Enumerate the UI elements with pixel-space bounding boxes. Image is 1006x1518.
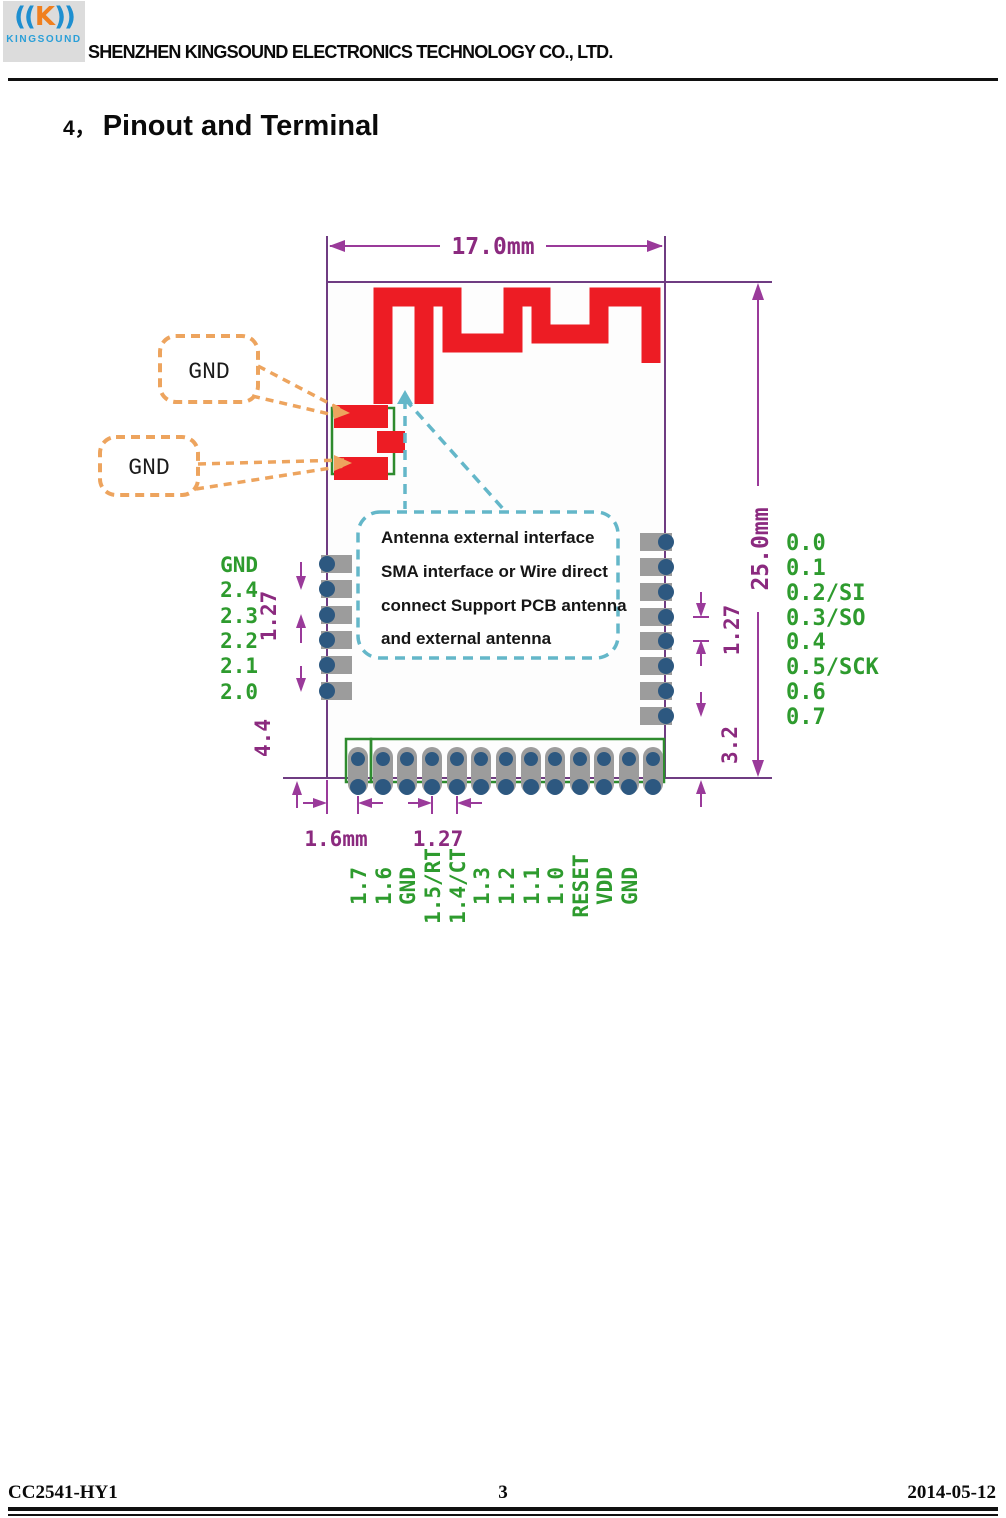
left-pin-labels: GND 2.4 2.3 2.2 2.1 2.0 [220,553,258,704]
gnd-callout-2: GND [98,435,352,497]
extension-lines [283,236,772,779]
pin-label: 0.7 [786,705,826,730]
antenna-note-line: connect Support PCB antenna [381,596,627,615]
antenna-note-line: Antenna external interface [381,528,595,547]
footer-divider-thin [8,1514,998,1516]
antenna-note-line: SMA interface or Wire direct [381,562,608,581]
right-margin-label: 3.2 [718,726,742,764]
pin-label: 1.4/CT [446,848,470,924]
logo-wordmark: KINGSOUND [6,34,82,45]
footer-page-number: 3 [498,1482,508,1503]
pin-label: 2.2 [220,629,258,653]
section-heading: 4， Pinout and Terminal [63,110,379,143]
pin-label: 1.1 [520,867,544,905]
pin-label: GND [618,867,642,905]
footer-divider-thick [8,1507,998,1511]
pin-label: 0.0 [786,531,826,556]
pitch-label-bottom: 1.27 [413,827,464,851]
pin-label: 1.5/RT [421,848,445,924]
pin-label: 1.7 [347,867,371,905]
right-pads [640,533,674,725]
pin-label: 0.6 [786,680,826,705]
footer-date: 2014-05-12 [907,1482,996,1503]
pin-label: 1.0 [544,867,568,905]
section-number: 4， [63,117,96,140]
pcb-antenna-trace [373,287,661,404]
right-pitch-dimension: 1.27 3.2 [693,592,744,807]
section-title: Pinout and Terminal [102,110,380,142]
pin-label: 0.2/SI [786,581,865,606]
bottom-dimensions: 1.6mm 1.27 [303,780,482,851]
pin-label: VDD [593,867,617,905]
bottom-pads [344,737,666,795]
height-dimension-label: 25.0mm [748,507,774,590]
gnd-callout-1: GND [158,334,350,419]
pin-label: 1.3 [470,867,494,905]
pin-label: RESET [569,854,593,917]
footer-doc-id: CC2541-HY1 [8,1482,118,1503]
bottom-pads-outline [369,737,666,784]
width-dimension-label: 17.0mm [451,234,534,260]
left-pitch-dimension: 1.27 4.4 [251,562,306,808]
pin-label: GND [396,867,420,905]
right-pin-labels: 0.0 0.1 0.2/SI 0.3/SO 0.4 0.5/SCK 0.6 0.… [786,531,879,730]
gnd-callout-label: GND [128,455,169,481]
pin-label: 0.5/SCK [786,655,879,680]
pin-label: 1.6 [372,867,396,905]
pin-label: 0.1 [786,556,826,581]
header-divider [8,78,998,81]
pin-label: 2.1 [220,654,258,678]
pin-label: 0.4 [786,630,826,655]
kingsound-logo: ((K)) KINGSOUND [3,1,85,62]
left-pads [319,555,352,700]
antenna-note-line: and external antenna [381,629,552,648]
pin-label: 1.2 [495,867,519,905]
antenna-note-callout: Antenna external interface SMA interface… [356,390,627,660]
pin-label: 2.3 [220,604,258,628]
gnd-callout-label: GND [188,359,229,385]
bottom-pin-labels: 1.7 1.6 GND 1.5/RT 1.4/CT 1.3 1.2 1.1 1.… [347,848,642,924]
pitch-label-right: 1.27 [720,605,744,656]
width-dimension: 17.0mm [329,234,663,260]
height-dimension: 25.0mm [748,283,774,777]
logo-soundwave-icon: ((K)) [14,2,76,32]
pin-label: 0.3/SO [786,606,865,631]
left-margin-label: 4.4 [251,719,275,757]
pitch-label-left: 1.27 [257,591,281,642]
edge-to-pin-label: 1.6mm [304,827,367,851]
pin-label: GND [220,553,258,577]
company-name: SHENZHEN KINGSOUND ELECTRONICS TECHNOLOG… [88,42,613,62]
pin-label: 2.4 [220,578,258,602]
pin-label: 2.0 [220,680,258,704]
